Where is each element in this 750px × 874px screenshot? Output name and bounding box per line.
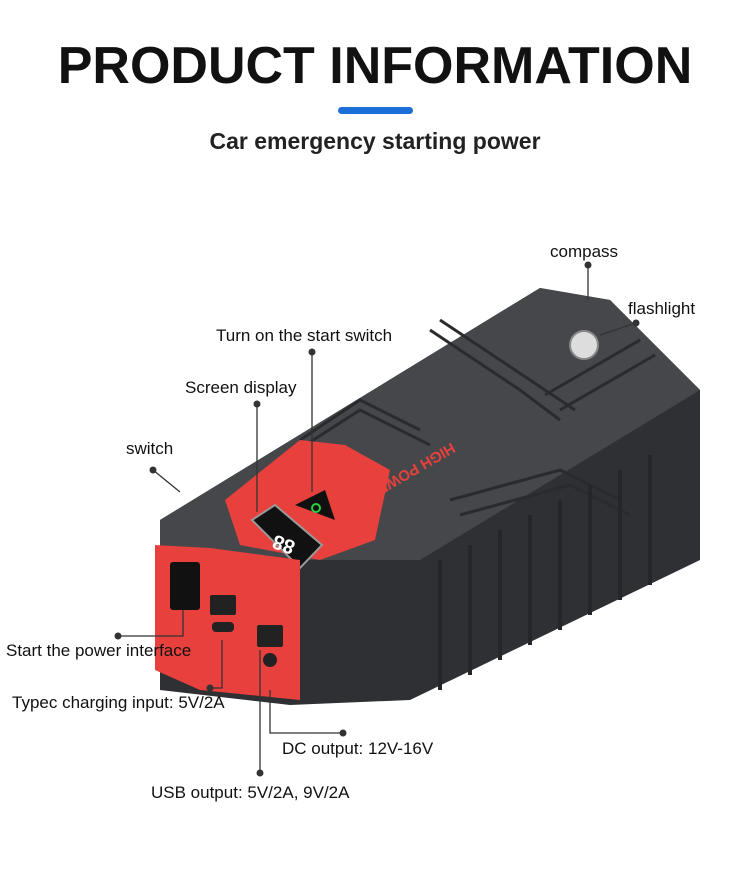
page-title: PRODUCT INFORMATION — [57, 37, 693, 95]
label-usb-output: USB output: 5V/2A, 9V/2A — [151, 783, 350, 802]
flashlight-icon — [569, 330, 599, 360]
title-underline — [338, 107, 413, 114]
label-switch: switch — [126, 439, 174, 458]
label-compass: compass — [550, 242, 619, 261]
subtitle: Car emergency starting power — [209, 128, 541, 154]
label-start-switch: Turn on the start switch — [216, 326, 393, 345]
label-power-interface: Start the power interface — [6, 641, 192, 660]
power-icon — [311, 503, 321, 513]
label-dc-output: DC output: 12V-16V — [282, 739, 434, 758]
label-typec: Typec charging input: 5V/2A — [12, 693, 225, 712]
label-screen-display: Screen display — [185, 378, 297, 397]
label-flashlight: flashlight — [628, 299, 696, 318]
